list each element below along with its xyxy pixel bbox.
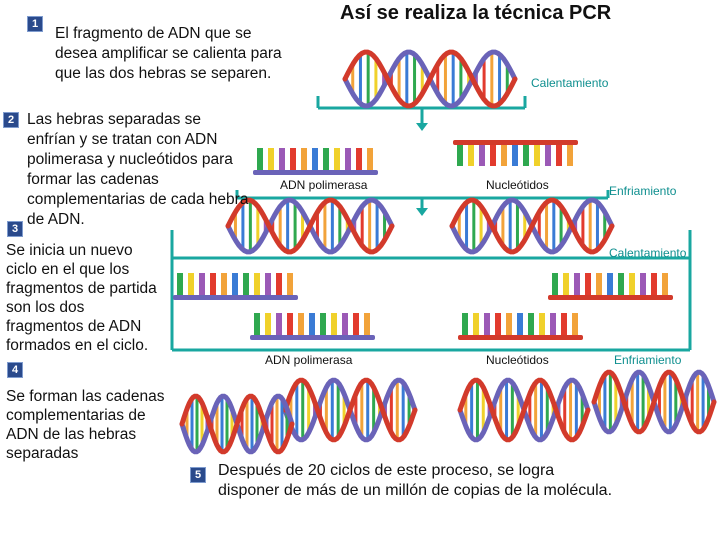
polymerase-label-1: ADN polimerasa: [280, 178, 367, 192]
dna-helix-final-3: [182, 396, 292, 452]
heating-label-2: Calentamiento: [609, 246, 686, 260]
separated-strand-6: [458, 313, 583, 340]
nucleotides-label-1: Nucleótidos: [486, 178, 549, 192]
dna-helix-final-2: [460, 380, 588, 440]
dna-helix-final-1: [285, 380, 415, 440]
dna-helix-copy-b: [452, 200, 612, 252]
step-5-text: Después de 20 ciclos de este proceso, se…: [218, 461, 618, 501]
page-title: Así se realiza la técnica PCR: [340, 2, 611, 25]
separated-strand-2: [453, 140, 578, 166]
step-3-text: Se inicia un nuevo ciclo en el que los f…: [6, 241, 166, 355]
step-badge-3: 3: [7, 221, 23, 237]
step-badge-4: 4: [7, 362, 23, 378]
nucleotides-label-2: Nucleótidos: [486, 353, 549, 367]
separated-strand-5: [250, 313, 375, 340]
cooling-label-2: Enfriamiento: [614, 353, 681, 367]
step-1-text: El fragmento de ADN que se desea amplifi…: [55, 24, 295, 84]
step-2-text: Las hebras separadas se enfrían y se tra…: [27, 110, 252, 230]
separated-strand-3: [173, 273, 298, 300]
dna-helix-start: [345, 52, 515, 106]
separated-strand-1: [253, 148, 378, 175]
step-badge-5: 5: [190, 467, 206, 483]
step-4-text: Se forman las cadenas complementarias de…: [6, 387, 166, 463]
step-badge-1: 1: [27, 16, 43, 32]
dna-helix-final-4: [594, 372, 714, 432]
separated-strand-4: [548, 273, 673, 300]
dna-helix-copy-a: [228, 200, 392, 252]
step-badge-2: 2: [3, 112, 19, 128]
polymerase-label-2: ADN polimerasa: [265, 353, 352, 367]
heating-label-1: Calentamiento: [531, 76, 608, 90]
cooling-label-1: Enfriamiento: [609, 184, 676, 198]
